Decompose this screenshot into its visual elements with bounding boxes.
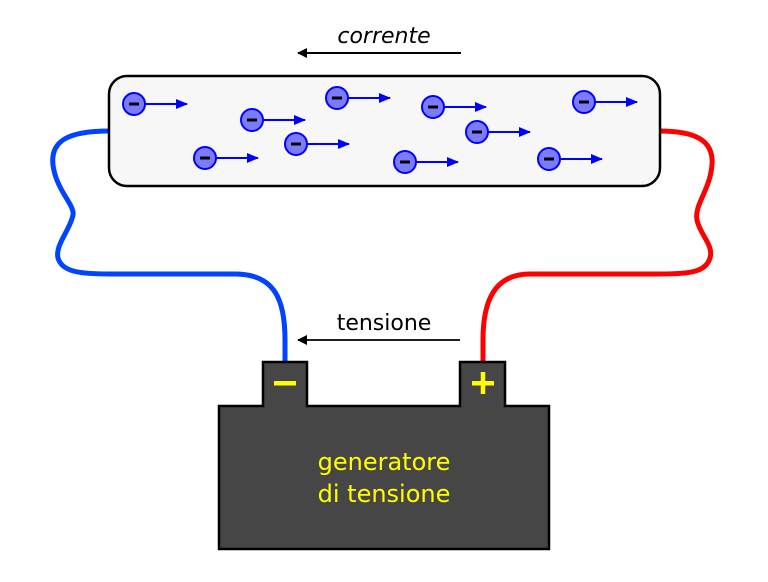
electron-minus-sign [579,100,589,104]
positive-wire [480,128,715,365]
electron-minus-sign [291,142,301,146]
electron-minus-sign [544,157,554,161]
electron-minus-sign [428,105,438,109]
battery-generator [217,360,551,551]
electron-minus-sign [247,118,257,122]
current-label: corrente [337,24,430,49]
electrons-group [122,86,638,174]
electron [393,150,459,174]
electron-minus-sign [129,102,139,106]
electron [325,86,391,110]
electron-minus-sign [400,160,410,164]
generator-label-line2: di tensione [318,480,451,508]
generator-label-line1: generatore [318,448,451,476]
electron-minus-sign [332,96,342,100]
electron-minus-sign [472,130,482,134]
electron-minus-sign [200,156,210,160]
negative-terminal-sign [274,381,296,386]
electron [465,120,531,144]
negative-wire [50,128,288,365]
electron [240,108,306,132]
electron [421,95,487,119]
positive-terminal-sign [472,372,494,394]
electron [537,147,603,171]
electron [284,132,350,156]
voltage-label: tensione [337,311,432,336]
electron [193,146,259,170]
electron [572,90,638,114]
electron [122,92,188,116]
